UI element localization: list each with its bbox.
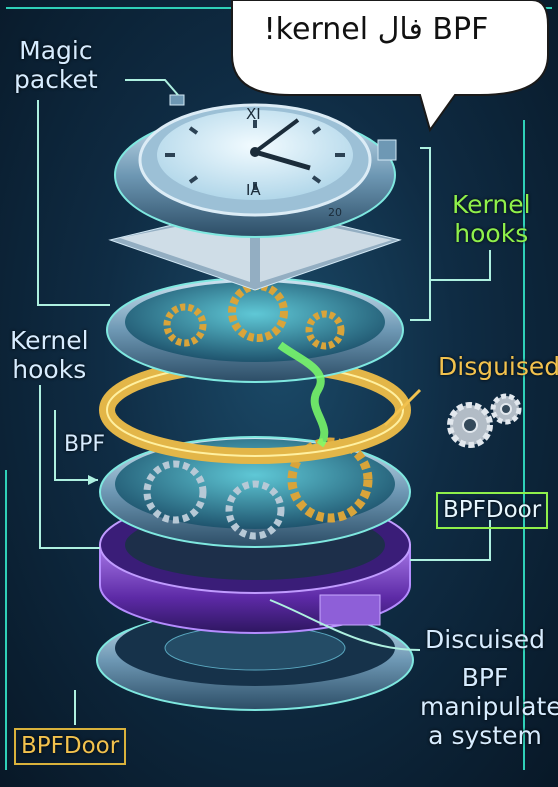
kernel-hooks-right-label: Kernel hooks <box>452 190 531 248</box>
bpfdoor-right-label: BPFDoor <box>436 492 548 529</box>
disguised-label: Disguised <box>438 352 558 381</box>
kernel-hooks-left-label: Kernel hooks <box>10 326 89 384</box>
bpf-manipulate-label: BPF manipulate a system <box>420 663 550 750</box>
upper-gear-plate <box>107 278 403 382</box>
bpf-arrow <box>88 475 98 485</box>
bpf-label: BPF <box>64 430 105 459</box>
bezel-mark: 20 <box>328 198 342 227</box>
speech-bubble-text: !kernel فال BPF <box>240 12 512 47</box>
discuised-label: Discuised <box>425 625 545 654</box>
magic-packet-label: Magic packet <box>14 36 98 94</box>
watch-numeral-top: XI <box>246 100 261 129</box>
disguised-gears <box>450 396 519 445</box>
bpfdoor-left-label: BPFDoor <box>14 728 126 765</box>
watch-numeral-bottom: IA <box>246 176 261 205</box>
